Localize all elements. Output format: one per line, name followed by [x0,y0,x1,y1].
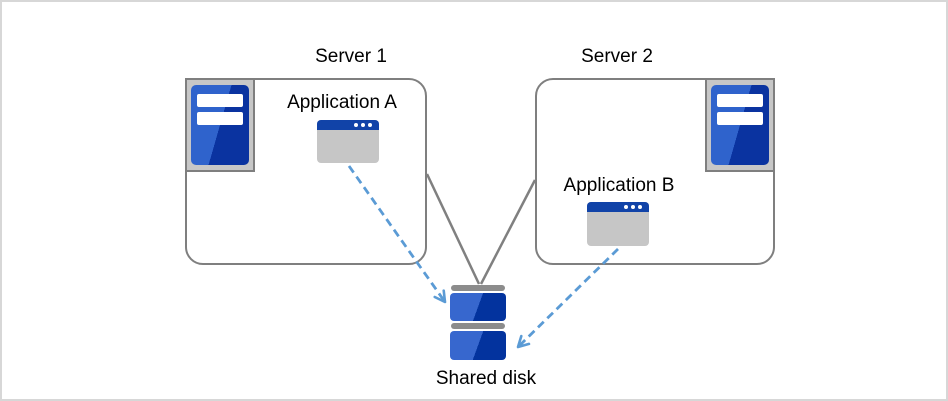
server-slot-bar [197,112,243,125]
disk-stack-icon [450,285,506,362]
application-b-label: Application B [563,175,675,196]
server2-label: Server 2 [581,46,653,67]
app-window-titlebar [317,120,379,130]
disk-cap [451,323,505,329]
disk-unit [450,293,506,321]
server-tower-icon [705,78,775,172]
window-dot-icon [624,205,628,209]
disk-unit [450,331,506,360]
window-buttons-icon [354,123,372,127]
server1-label: Server 1 [315,46,387,67]
window-dot-icon [631,205,635,209]
application-a-label: Application A [287,92,397,113]
window-dot-icon [361,123,365,127]
server-tower-icon [185,78,255,172]
connector-server2-to-disk [479,179,537,285]
app-window-titlebar [587,202,649,212]
server-slot-bar [717,94,763,107]
window-dot-icon [368,123,372,127]
window-buttons-icon [624,205,642,209]
app-window-icon [587,202,649,246]
app-window-icon [317,120,379,163]
server-tower-body [711,85,769,165]
window-dot-icon [638,205,642,209]
disk-cap [451,285,505,291]
server-slot-bar [717,112,763,125]
server-slot-bar [197,94,243,107]
shared-disk-label: Shared disk [435,368,537,389]
server-tower-body [191,85,249,165]
connector-server1-to-disk [425,173,481,285]
window-dot-icon [354,123,358,127]
